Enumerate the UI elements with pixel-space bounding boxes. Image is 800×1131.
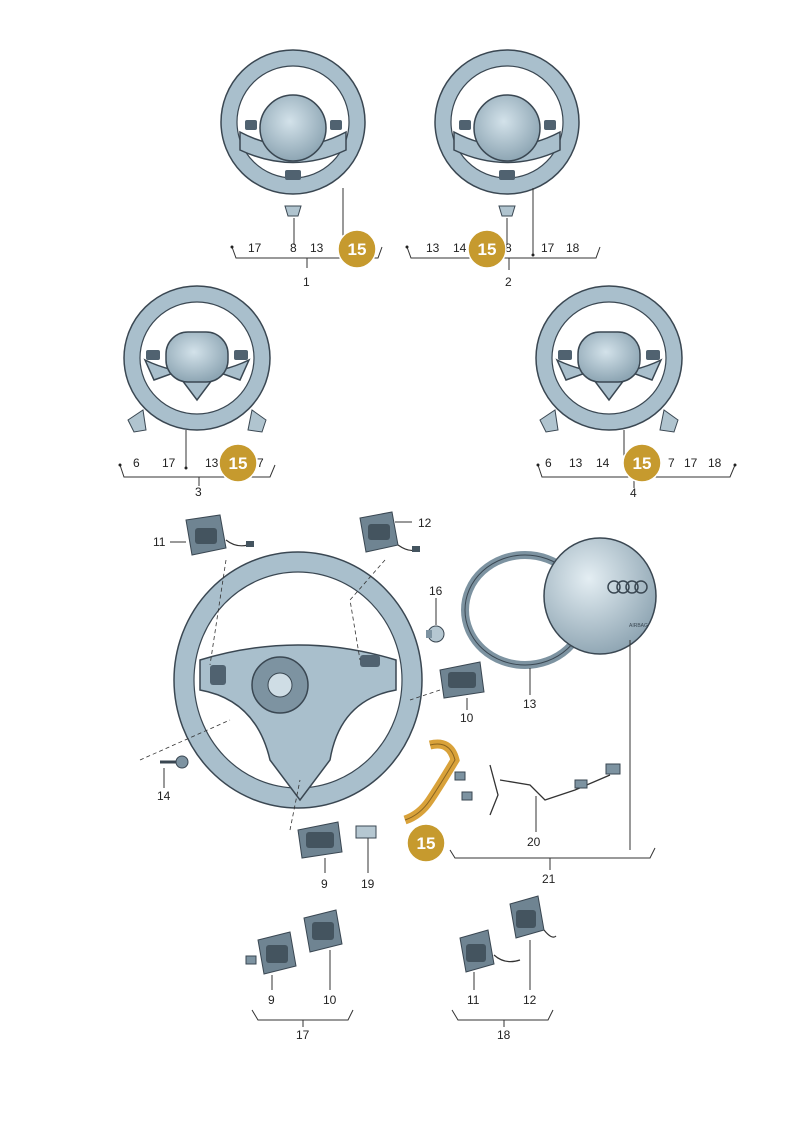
multifunction-button-left: [297, 821, 343, 859]
group-number: 18: [497, 1028, 511, 1042]
part-label: 11: [153, 535, 166, 549]
group-number: 3: [195, 485, 202, 499]
part-label: 20: [527, 835, 541, 849]
paddle-shifter-part: [498, 205, 516, 217]
part-label: 17: [162, 456, 176, 470]
steering-wheel-variant-2: [434, 49, 580, 195]
clock-spring-flex-cable: [403, 739, 460, 825]
part-label: 6: [133, 456, 140, 470]
steering-wheel-variant-4: [535, 285, 683, 431]
part-label: 9: [321, 877, 328, 891]
highlight-badge-15[interactable]: 15: [406, 823, 446, 863]
svg-text:15: 15: [348, 240, 367, 259]
paddle-shifter-part: [247, 409, 267, 433]
part-label: 8: [505, 241, 512, 255]
part-label: 18: [708, 456, 722, 470]
part-label: 13: [205, 456, 219, 470]
multifunction-button-left-upper: [185, 514, 254, 556]
highlight-badge-15[interactable]: 15: [467, 229, 507, 269]
part-label: 12: [523, 993, 537, 1007]
svg-text:15: 15: [229, 454, 248, 473]
part-label: 6: [545, 456, 552, 470]
button-module-pair-17: [245, 909, 343, 975]
part-label: 8: [290, 241, 297, 255]
paddle-shifter-part: [539, 409, 559, 433]
part-label: 16: [429, 584, 443, 598]
part-label: 7: [257, 456, 264, 470]
part-label: 14: [453, 241, 467, 255]
highlight-badge-15[interactable]: 15: [218, 443, 258, 483]
button-module-pair-18: [459, 895, 557, 973]
part-label: 14: [157, 789, 171, 803]
svg-text:15: 15: [633, 454, 652, 473]
multifunction-button-right: [439, 661, 485, 699]
airbag-unit: AIRBAG: [543, 537, 657, 655]
paddle-shifter-part: [284, 205, 302, 217]
part-label: 13: [310, 241, 324, 255]
bolt-part: [426, 625, 445, 643]
highlight-badge-15[interactable]: 15: [337, 229, 377, 269]
part-label: 10: [323, 993, 337, 1007]
highlight-badge-15[interactable]: 15: [622, 443, 662, 483]
group-number: 4: [630, 486, 637, 500]
part-label: 13: [426, 241, 440, 255]
part-label: 14: [596, 456, 610, 470]
multifunction-button-right-upper: [359, 511, 420, 553]
part-label: 13: [569, 456, 583, 470]
group-number: 17: [296, 1028, 310, 1042]
svg-text:15: 15: [417, 834, 436, 853]
airbag-text: AIRBAG: [629, 623, 648, 629]
part-label: 10: [460, 711, 474, 725]
paddle-shifter-part: [127, 409, 147, 433]
steering-wheel-variant-3: [123, 285, 271, 431]
part-label: 17: [248, 241, 262, 255]
paddle-shifter-part: [659, 409, 679, 433]
wiring-harness: [454, 763, 621, 816]
part-label: 7: [668, 456, 675, 470]
part-label: 9: [268, 993, 275, 1007]
svg-text:15: 15: [478, 240, 497, 259]
part-label: 19: [361, 877, 375, 891]
part-label: 17: [541, 241, 555, 255]
part-label: 13: [523, 697, 537, 711]
main-steering-wheel: [173, 551, 423, 809]
cover-plate-part: [355, 825, 377, 839]
part-label: 17: [684, 456, 698, 470]
part-label: 18: [566, 241, 580, 255]
part-label: 11: [467, 993, 480, 1007]
steering-wheel-variant-1: [220, 49, 366, 195]
part-label: 12: [418, 516, 432, 530]
group-number: 1: [303, 275, 310, 289]
part-label: 21: [542, 872, 556, 886]
screw-part: [160, 755, 189, 769]
four-rings-logo: [607, 580, 648, 594]
group-number: 2: [505, 275, 512, 289]
